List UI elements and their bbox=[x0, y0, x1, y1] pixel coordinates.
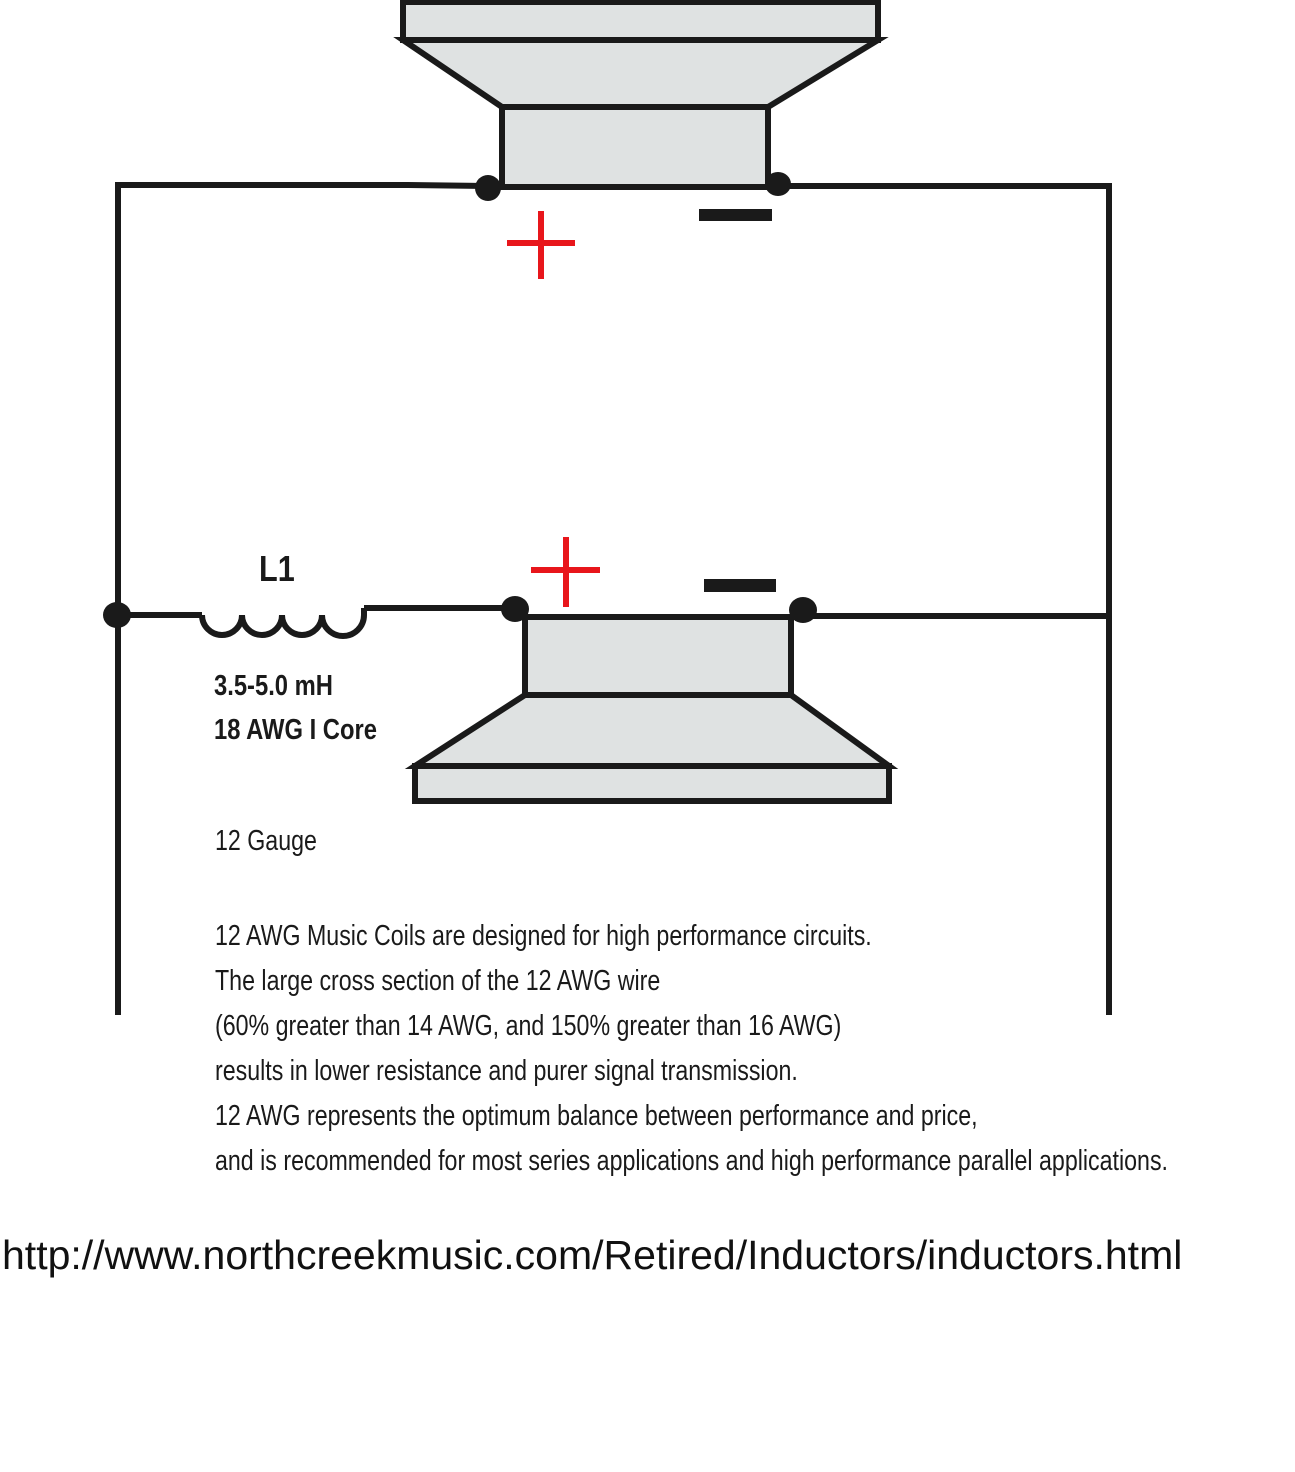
wire-top-left bbox=[115, 182, 488, 1015]
bottom-speaker-plus-terminal bbox=[501, 596, 529, 622]
description-line: and is recommended for most series appli… bbox=[215, 1145, 1169, 1177]
inductor-name-label: L1 bbox=[259, 548, 295, 589]
top-speaker-frame bbox=[400, 0, 881, 43]
top-speaker-cone bbox=[393, 37, 889, 110]
inductor-value-label: 3.5-5.0 mH bbox=[214, 670, 333, 702]
bottom-speaker-magnet bbox=[522, 614, 794, 698]
top-speaker bbox=[393, 0, 889, 190]
top-speaker-minus-terminal bbox=[765, 172, 791, 196]
inductor-wire-label: 18 AWG I Core bbox=[214, 714, 377, 746]
terminals bbox=[103, 172, 817, 628]
bottom-speaker-frame bbox=[412, 763, 892, 804]
top-speaker-magnet bbox=[499, 104, 771, 190]
source-url: http://www.northcreekmusic.com/Retired/I… bbox=[2, 1232, 1183, 1278]
polarity-marks bbox=[507, 209, 776, 607]
bottom-speaker-minus-terminal bbox=[789, 597, 817, 623]
description-line: The large cross section of the 12 AWG wi… bbox=[215, 965, 661, 997]
left-junction-dot bbox=[103, 602, 131, 628]
bottom-speaker-cone bbox=[404, 692, 899, 769]
description-text: 12 AWG Music Coils are designed for high… bbox=[215, 914, 1168, 1184]
top-speaker-plus-terminal bbox=[475, 175, 501, 201]
description-line: (60% greater than 14 AWG, and 150% great… bbox=[215, 1010, 842, 1042]
wire-top-right bbox=[777, 183, 1112, 1015]
bottom-minus-mark bbox=[704, 579, 776, 592]
gauge-label: 12 Gauge bbox=[215, 825, 317, 857]
bottom-plus-mark bbox=[531, 537, 600, 607]
bottom-speaker bbox=[404, 614, 899, 804]
inductor-coil-symbol bbox=[199, 608, 367, 639]
wires bbox=[115, 182, 1112, 1015]
description-line: 12 AWG represents the optimum balance be… bbox=[215, 1100, 978, 1132]
description-line: results in lower resistance and purer si… bbox=[215, 1055, 798, 1087]
description-line: 12 AWG Music Coils are designed for high… bbox=[215, 920, 872, 952]
top-minus-mark bbox=[699, 209, 772, 221]
top-plus-mark bbox=[507, 211, 575, 279]
